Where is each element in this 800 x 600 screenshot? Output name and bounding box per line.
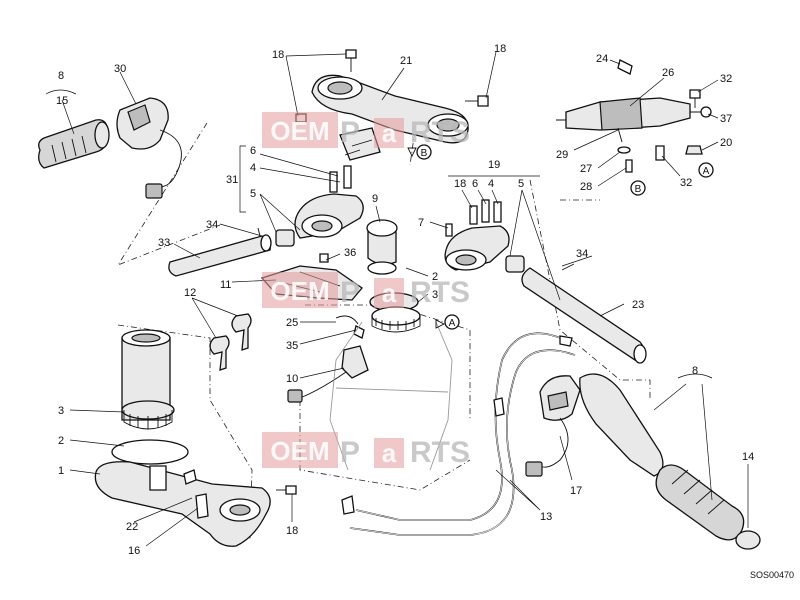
callout: 6 [472, 178, 478, 190]
callout: 20 [720, 137, 732, 149]
throttle-cables [341, 332, 576, 536]
callout: 33 [158, 237, 170, 249]
ref-b-marker-2: B [635, 184, 642, 195]
callout: 8 [58, 70, 64, 82]
callout: 30 [114, 63, 126, 75]
callout-numbers: 8 15 30 18 21 18 24 26 32 37 29 20 27 28… [56, 43, 754, 557]
callout: 35 [286, 340, 298, 352]
callout: 23 [632, 299, 644, 311]
callout: 8 [692, 365, 698, 377]
callout: 2 [58, 435, 64, 447]
watermark-letter: P [340, 436, 360, 469]
watermark-letter: P [340, 276, 360, 309]
watermark-oem-parts-3: OEM P a RTS [262, 432, 470, 469]
steering-damper [556, 59, 712, 173]
callout: 9 [372, 193, 378, 205]
callout: 16 [128, 545, 140, 557]
ref-a-marker: A [449, 318, 456, 329]
callout: 3 [58, 405, 64, 417]
callout: 7 [418, 217, 424, 229]
callout: 31 [226, 174, 238, 186]
lower-triple-clamp [94, 329, 297, 547]
callout: 5 [518, 178, 524, 190]
callout: 18 [272, 49, 284, 61]
callout: 32 [720, 73, 732, 85]
watermark-letter: P [340, 116, 360, 149]
callout: 36 [344, 247, 356, 259]
watermark-box-text: OEM [270, 436, 329, 466]
steering-stem-nut-bearing [366, 219, 421, 333]
callout: 19 [488, 159, 500, 171]
right-clip-on-assembly [444, 199, 647, 364]
drawing-code: SOS00470 [750, 570, 794, 580]
callout: 12 [184, 287, 196, 299]
callout: 3 [432, 289, 438, 301]
callout: 24 [596, 53, 608, 65]
left-grip-assembly [38, 97, 182, 199]
ref-b-marker: B [421, 148, 428, 159]
watermark-middle: a [382, 438, 397, 468]
callout: 15 [56, 95, 68, 107]
callout: 6 [250, 145, 256, 157]
watermark-middle: a [382, 278, 397, 308]
left-clip-on-assembly [168, 165, 364, 277]
callout: 11 [220, 279, 231, 291]
callout: 37 [720, 113, 732, 125]
right-grip [655, 464, 745, 541]
upper-triple-clamp [295, 49, 489, 161]
callout: 18 [494, 43, 506, 55]
callout: 34 [576, 248, 588, 260]
callout: 32 [680, 177, 692, 189]
watermark-tail: RTS [410, 116, 470, 149]
callout: 1 [58, 465, 64, 477]
callout: 28 [580, 181, 592, 193]
callout: 29 [556, 149, 568, 161]
callout: 34 [206, 219, 218, 231]
callout: 10 [286, 373, 298, 385]
assembly-guide-lines [117, 122, 651, 541]
watermark-box-text: OEM [270, 116, 329, 146]
watermark-oem-parts-2: OEM P a RTS [262, 272, 470, 309]
callout: 2 [432, 271, 438, 283]
reference-markers: B A A B [407, 144, 714, 330]
leader-lines [45, 51, 749, 547]
callout: 13 [540, 511, 552, 523]
watermark-middle: a [382, 118, 397, 148]
watermark-tail: RTS [410, 276, 470, 309]
callout: 18 [286, 525, 298, 537]
frame-ghost-outline [329, 321, 453, 471]
callout: 25 [286, 317, 298, 329]
watermark-box-text: OEM [270, 276, 329, 306]
callout: 26 [662, 67, 674, 79]
watermark-oem-parts-1: OEM P a RTS [262, 112, 470, 149]
callout: 27 [580, 163, 592, 175]
callout: 21 [400, 55, 412, 67]
watermark-tail: RTS [410, 436, 470, 469]
callout: 4 [250, 162, 256, 174]
callout: 22 [126, 521, 138, 533]
callout: 18 [454, 178, 466, 190]
right-grip-assembly [525, 373, 761, 550]
callout: 17 [570, 485, 582, 497]
callout: 4 [488, 178, 494, 190]
callout: 5 [250, 188, 256, 200]
callout: 14 [742, 451, 754, 463]
ref-a-marker-2: A [703, 166, 710, 177]
